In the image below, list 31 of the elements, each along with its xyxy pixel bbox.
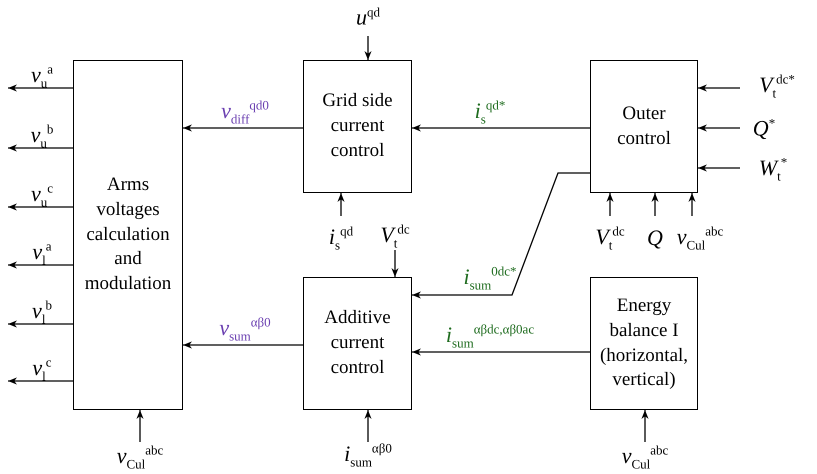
arrow — [651, 193, 659, 216]
signal-label: u$^{qd}$ — [356, 5, 380, 29]
block-box: Grid side current control — [303, 60, 412, 193]
arrow — [698, 164, 740, 172]
arrow — [364, 410, 372, 442]
signal-label: Q$^{*}$ — [752, 116, 776, 140]
arrow — [698, 124, 740, 132]
arrow — [136, 410, 144, 442]
arrow — [337, 193, 345, 216]
block-box: Arms voltages calculation and modulation — [73, 60, 183, 410]
arrow — [8, 84, 73, 92]
arrow — [364, 36, 372, 60]
arrow — [412, 348, 590, 356]
arrow — [698, 84, 740, 92]
arrow — [8, 144, 73, 152]
arrow — [391, 250, 399, 277]
arrow — [412, 172, 590, 299]
block-box: Additive current control — [303, 277, 412, 410]
arrow — [183, 341, 303, 349]
arrow — [8, 203, 73, 211]
block-box: Energy balance I (horizontal, vertical) — [590, 277, 698, 410]
arrow — [8, 261, 73, 269]
signal-label: Q — [647, 227, 663, 249]
arrow — [641, 410, 649, 442]
arrow — [183, 124, 303, 132]
arrow — [412, 124, 590, 132]
block-box: Outer control — [590, 60, 698, 193]
arrow — [8, 320, 73, 328]
arrow — [606, 193, 614, 216]
arrow — [688, 193, 696, 216]
arrow — [8, 377, 73, 385]
